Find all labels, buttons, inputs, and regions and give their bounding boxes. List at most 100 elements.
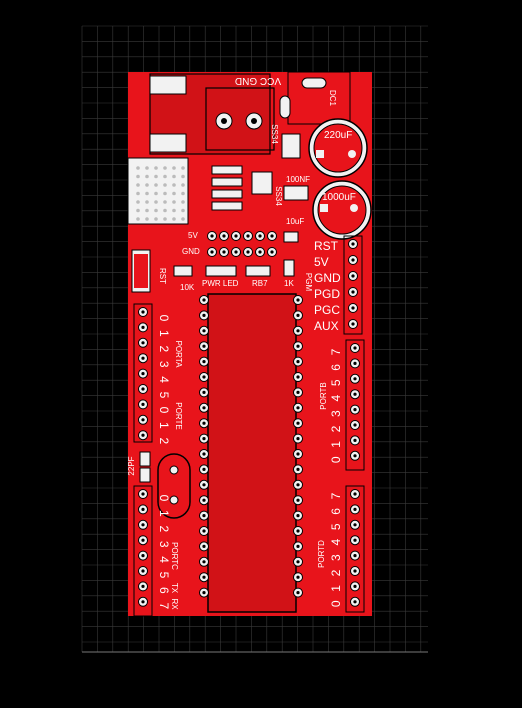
heatsink-hole: [154, 208, 158, 213]
header-pin-hole: [141, 433, 145, 437]
mcu-pin-hole: [202, 560, 206, 564]
header-gnd-label: GND: [182, 247, 200, 256]
cap-1000uf-label: 1000uF: [322, 192, 356, 203]
header-pin-hole: [353, 361, 357, 365]
header-pin-hole: [141, 600, 145, 604]
heatsink-hole: [163, 166, 167, 170]
portb-pin-label: 3: [329, 410, 343, 417]
heatsink-hole: [145, 166, 149, 170]
icsp-header-outline: [343, 235, 363, 335]
header-pin-hole: [353, 523, 357, 527]
header-pin-hole: [351, 306, 355, 310]
header-pin-hole: [353, 454, 357, 458]
icsp-pin-label: RST: [314, 239, 339, 253]
heatsink-hole: [181, 208, 185, 213]
crystal-outline: [157, 453, 191, 519]
header-pin-hole: [141, 325, 145, 329]
mcu-pin-hole: [202, 390, 206, 394]
diode-ss34-top: [281, 133, 301, 159]
header-pin-hole: [270, 234, 274, 238]
mcu-pin-hole: [202, 467, 206, 471]
mcu-pin-hole: [296, 298, 300, 302]
mcu-pin-hole: [296, 467, 300, 471]
portc-pin-label: 2: [157, 525, 171, 532]
header-pin-hole: [353, 554, 357, 558]
portb-pin-label: 5: [329, 379, 343, 386]
mcu-pin-hole: [296, 390, 300, 394]
port-labels: 012345PORTA012PORTE01234567PORTCTXRX7654…: [157, 315, 343, 611]
rst-button-label: RST: [158, 268, 167, 284]
regulator-pins: [211, 165, 243, 211]
mcu-pin-hole: [202, 498, 206, 502]
vcc-gnd-label: VCC GND: [235, 75, 281, 86]
dc1-pad-side: [279, 95, 291, 119]
portd-pin-label: 4: [329, 539, 343, 546]
mcu-pin-hole: [296, 421, 300, 425]
header-pin-hole: [353, 584, 357, 589]
small-smd-row: [173, 231, 299, 277]
cap-220uf-pad-2: [348, 150, 356, 158]
heatsink-hole: [154, 183, 158, 187]
header-pin-hole: [246, 234, 250, 238]
header-pin-hole: [353, 377, 357, 381]
mcu-pin-hole: [296, 483, 300, 487]
heatsink-hole: [163, 217, 167, 221]
portd-pin-label: 0: [329, 600, 343, 607]
mcu-pin-hole: [296, 329, 300, 333]
heatsink-hole: [181, 183, 185, 187]
heatsink-hole: [181, 217, 185, 221]
header-pin-hole: [258, 250, 262, 254]
heatsink-hole: [172, 200, 176, 204]
header-pin-hole: [353, 600, 357, 604]
porta-label: PORTA: [174, 341, 183, 368]
portc-label: PORTC: [170, 542, 179, 570]
mcu-pin-hole: [202, 313, 206, 317]
mcu-pin-hole: [296, 344, 300, 348]
header-pin-hole: [141, 492, 145, 496]
header-pin-hole: [141, 538, 145, 542]
header-pin-hole: [353, 538, 357, 542]
terminal-block: [205, 87, 275, 151]
portb-header-outline: [345, 339, 365, 471]
heatsink-hole: [136, 208, 140, 213]
heatsink-hole: [154, 217, 158, 221]
porta-pin-label: 0: [157, 315, 171, 322]
header-pin-hole: [222, 250, 226, 254]
mcu-pin-hole: [296, 529, 300, 533]
mcu-pin-hole: [202, 344, 206, 348]
portc-pin-label: 5: [157, 572, 171, 579]
cap-22pf-1: [139, 451, 151, 467]
heatsink-hole: [145, 191, 149, 196]
cap-22pf-label: 22PF: [127, 456, 136, 475]
heatsink-hole: [172, 208, 176, 213]
portb-pin-label: 6: [329, 364, 343, 371]
heatsink-hole: [163, 183, 167, 187]
dc1-pad-top: [301, 77, 327, 89]
icsp-pin-label: PGD: [314, 287, 340, 301]
porta-pin-label: 3: [157, 361, 171, 368]
mcu-pin-hole: [296, 360, 300, 364]
mcu-pin-hole: [296, 437, 300, 441]
heatsink-hole: [145, 208, 149, 213]
heatsink-hole: [145, 217, 149, 221]
header-pin-hole: [234, 234, 238, 238]
ss34-top-label: SS34: [270, 124, 279, 144]
header-pin-hole: [353, 569, 357, 573]
portd-header-outline: [345, 485, 365, 613]
icsp-pin-label: 5V: [314, 255, 329, 269]
header-pin-hole: [353, 408, 357, 412]
cap-220uf-body: [313, 123, 363, 173]
cap-1000uf-pad-2: [350, 204, 358, 212]
portc-pin-label: 6: [157, 587, 171, 594]
header-pin-hole: [353, 392, 357, 396]
header-pin-hole: [141, 584, 145, 589]
diode-ss34-bottom: [251, 171, 273, 195]
mcu-pin-hole: [202, 591, 206, 595]
cap-1000uf-pad-1: [320, 204, 328, 212]
porta-pin-label: 2: [157, 345, 171, 352]
cap-100nf-body: [283, 185, 309, 201]
heatsink-hole: [181, 166, 185, 170]
mcu-pin-hole: [202, 483, 206, 487]
header-pin-hole: [141, 387, 145, 391]
portc-pin-label: 3: [157, 541, 171, 548]
